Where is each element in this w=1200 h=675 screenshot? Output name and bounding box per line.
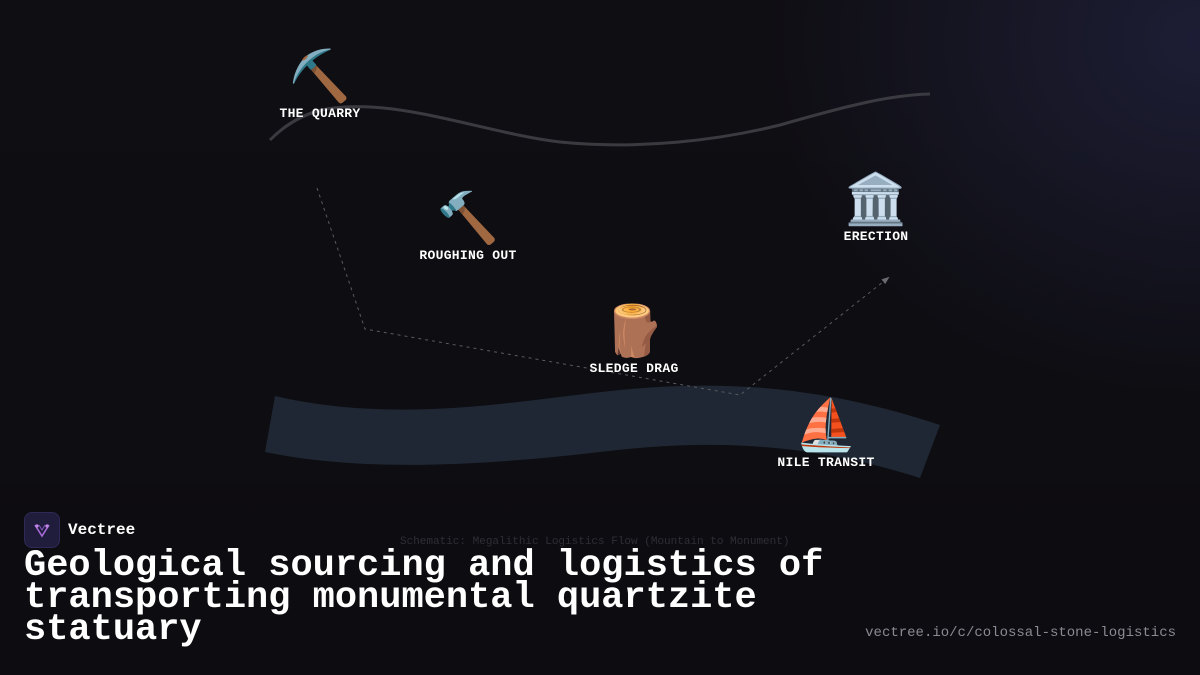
log-icon: 🪵	[602, 302, 666, 360]
brand[interactable]: Vectree	[24, 512, 135, 548]
stage-nile-transit: ⛵ NILE TRANSIT	[746, 397, 906, 470]
stage-erection: 🏛️ ERECTION	[796, 171, 956, 244]
mountain-ridge	[268, 92, 931, 147]
page-title: Geological sourcing and logistics of tra…	[24, 545, 824, 651]
stage-label: ROUGHING OUT	[419, 248, 517, 263]
classical-building-icon: 🏛️	[844, 170, 908, 228]
hammer-icon: 🔨	[436, 189, 500, 247]
vectree-logo-icon	[24, 512, 60, 548]
brand-name: Vectree	[68, 521, 136, 539]
stage-label: ERECTION	[843, 229, 909, 244]
stage-the-quarry: ⛏️ THE QUARRY	[240, 48, 400, 121]
stage-roughing-out: 🔨 ROUGHING OUT	[388, 190, 548, 263]
stage-label: THE QUARRY	[279, 106, 361, 121]
stage-sledge-drag: 🪵 SLEDGE DRAG	[554, 303, 714, 376]
nile-river	[265, 385, 940, 478]
sailboat-icon: ⛵	[794, 396, 858, 454]
transport-route	[316, 187, 890, 396]
page-url[interactable]: vectree.io/c/colossal-stone-logistics	[865, 625, 1176, 641]
stage-label: NILE TRANSIT	[777, 455, 875, 470]
diagram-caption: Schematic: Megalithic Logistics Flow (Mo…	[400, 536, 790, 548]
pick-icon: ⛏️	[288, 47, 352, 105]
stage-label: SLEDGE DRAG	[589, 361, 679, 376]
